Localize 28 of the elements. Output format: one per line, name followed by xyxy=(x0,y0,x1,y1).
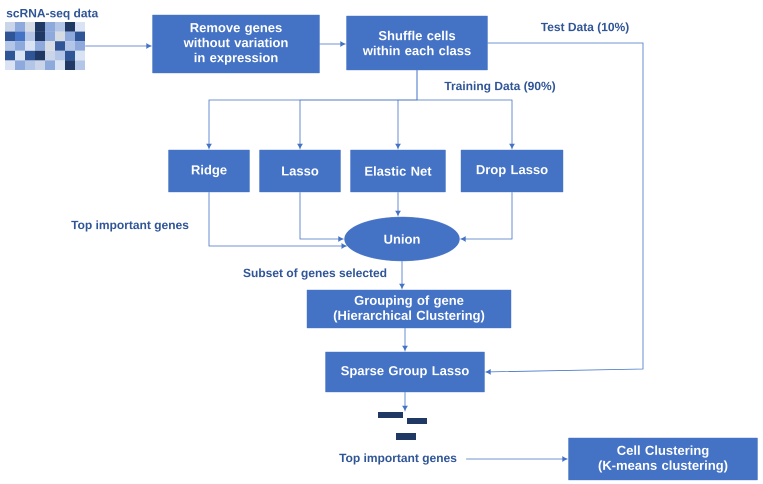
model-box: Ridge xyxy=(168,150,250,192)
edge-label: Subset of genes selected xyxy=(242,267,388,281)
arrow xyxy=(486,42,644,374)
arrow xyxy=(399,260,405,289)
model-box: Drop Lasso xyxy=(460,150,564,192)
result-text: Top important genes xyxy=(339,453,456,465)
process-box: Grouping of gene (Hierarchical Clustering) xyxy=(306,290,512,328)
gene-bars-drawing xyxy=(378,412,427,440)
edge-label: Test Data (10%) xyxy=(540,21,630,35)
result-box: Cell Clustering (K-means clustering) xyxy=(568,438,758,480)
arrow xyxy=(402,328,408,351)
arrow xyxy=(460,192,512,242)
arrow xyxy=(208,192,347,249)
process-box: Remove genes without variation in expression xyxy=(152,14,320,74)
arrow xyxy=(319,41,346,47)
arrow xyxy=(84,43,152,49)
model-box: Lasso xyxy=(259,150,341,192)
edge-label: Training Data (90%) xyxy=(443,80,557,94)
edge-label: Top important genes xyxy=(70,219,190,233)
process-box: Shuffle cells within each class xyxy=(346,16,488,70)
arrow xyxy=(300,192,344,242)
arrow xyxy=(562,456,568,462)
process-box: Sparse Group Lasso xyxy=(325,352,485,392)
arrow xyxy=(402,392,408,411)
model-box: Elastic Net xyxy=(350,150,446,192)
data-heading: scRNA-seq data xyxy=(6,8,98,20)
arrow xyxy=(416,70,515,149)
arrow xyxy=(395,192,401,216)
